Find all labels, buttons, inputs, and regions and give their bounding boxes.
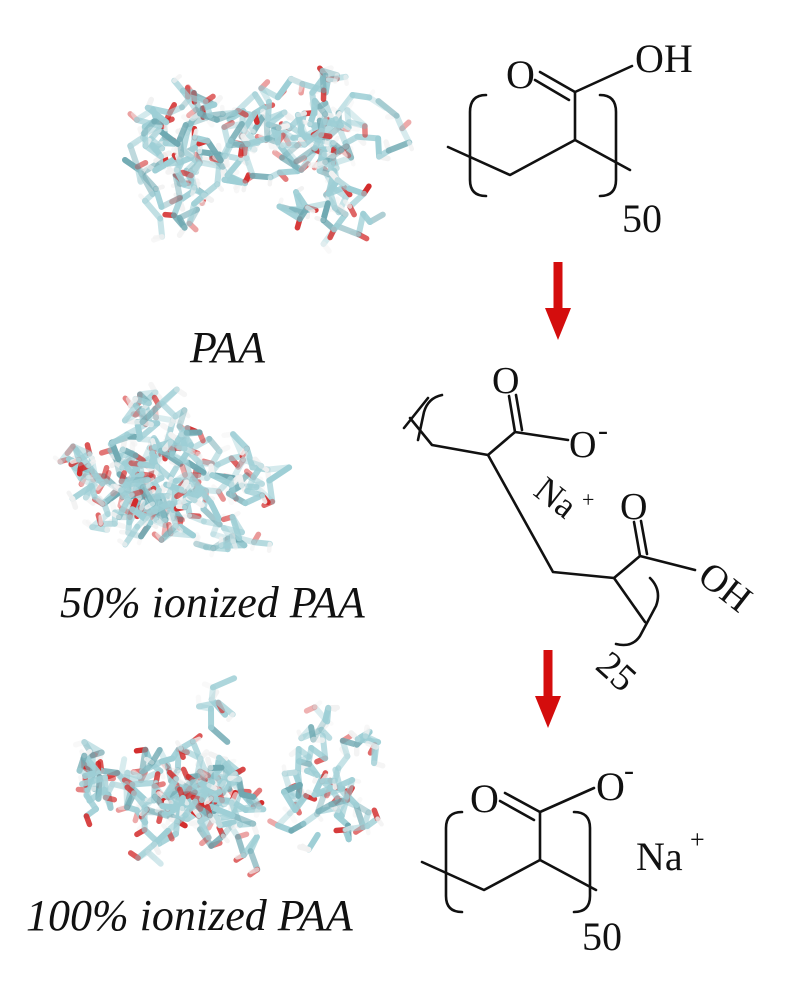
s3-ominus-charge: - [624, 754, 634, 787]
s2-c1o-double-b [514, 393, 524, 432]
half-ionized-molecule-render [52, 381, 293, 558]
s2-ominus-label: O [569, 424, 596, 466]
s3-na-charge: + [690, 825, 705, 854]
s3-na-label: Na [636, 834, 683, 879]
s3-backbone [420, 858, 598, 892]
s2-na-charge: + [582, 487, 594, 512]
s1-right-bracket [598, 93, 618, 198]
s3-repeat-count: 50 [582, 914, 622, 959]
s1-repeat-count: 50 [622, 196, 662, 241]
s3-o-label: O [470, 776, 499, 821]
s2-o1-label: O [492, 360, 519, 402]
s2-c2-branch [612, 554, 642, 580]
s2-right-bracket [614, 576, 660, 647]
arrow-half-to-full [535, 650, 561, 728]
s2-c1-ominus [513, 430, 570, 442]
s1-oh-label: OH [635, 36, 693, 81]
s2-c2-oh [638, 554, 697, 572]
s2-oh-label: OH [690, 554, 759, 621]
half-ionized-structure: O O - Na + O OH 25 [402, 360, 760, 700]
s1-co-double-a [538, 70, 577, 94]
s2-repeat-count: 25 [588, 643, 644, 700]
s3-co-double-a [503, 791, 542, 814]
s1-backbone [446, 138, 632, 177]
s3-co-double-b [498, 799, 536, 822]
s3-right-bracket [572, 810, 592, 914]
s1-co-double-b [533, 78, 571, 102]
paa-structure: O OH 50 [446, 36, 693, 241]
full-ionized-caption: 100% ionized PAA [26, 891, 354, 940]
paa-caption: PAA [189, 323, 266, 372]
s2-c2o-double-b [639, 519, 649, 556]
paa-molecule-render [122, 65, 415, 254]
s2-c2o-double-a [632, 520, 642, 558]
s2-c1-branch [486, 430, 517, 457]
s3-c-ominus [538, 786, 596, 814]
half-ionized-caption: 50% ionized PAA [60, 578, 366, 627]
s2-backbone [408, 416, 647, 624]
s2-left-bracket [416, 393, 444, 442]
s2-c1o-double-a [507, 394, 517, 434]
s3-left-bracket [444, 810, 464, 914]
s2-o2-label: O [620, 486, 647, 528]
s1-o-label: O [506, 52, 535, 97]
s2-left-cap [402, 396, 430, 430]
s2-ominus-charge: - [598, 414, 608, 447]
s1-c-oh [573, 64, 634, 94]
full-ionized-structure: O O - Na + 50 [420, 754, 705, 959]
s1-left-bracket [468, 93, 488, 198]
s3-ominus-label: O [596, 764, 625, 809]
full-ionized-molecule-render [72, 675, 386, 878]
s2-na-label: Na [527, 469, 585, 526]
arrow-paa-to-half [545, 262, 571, 340]
